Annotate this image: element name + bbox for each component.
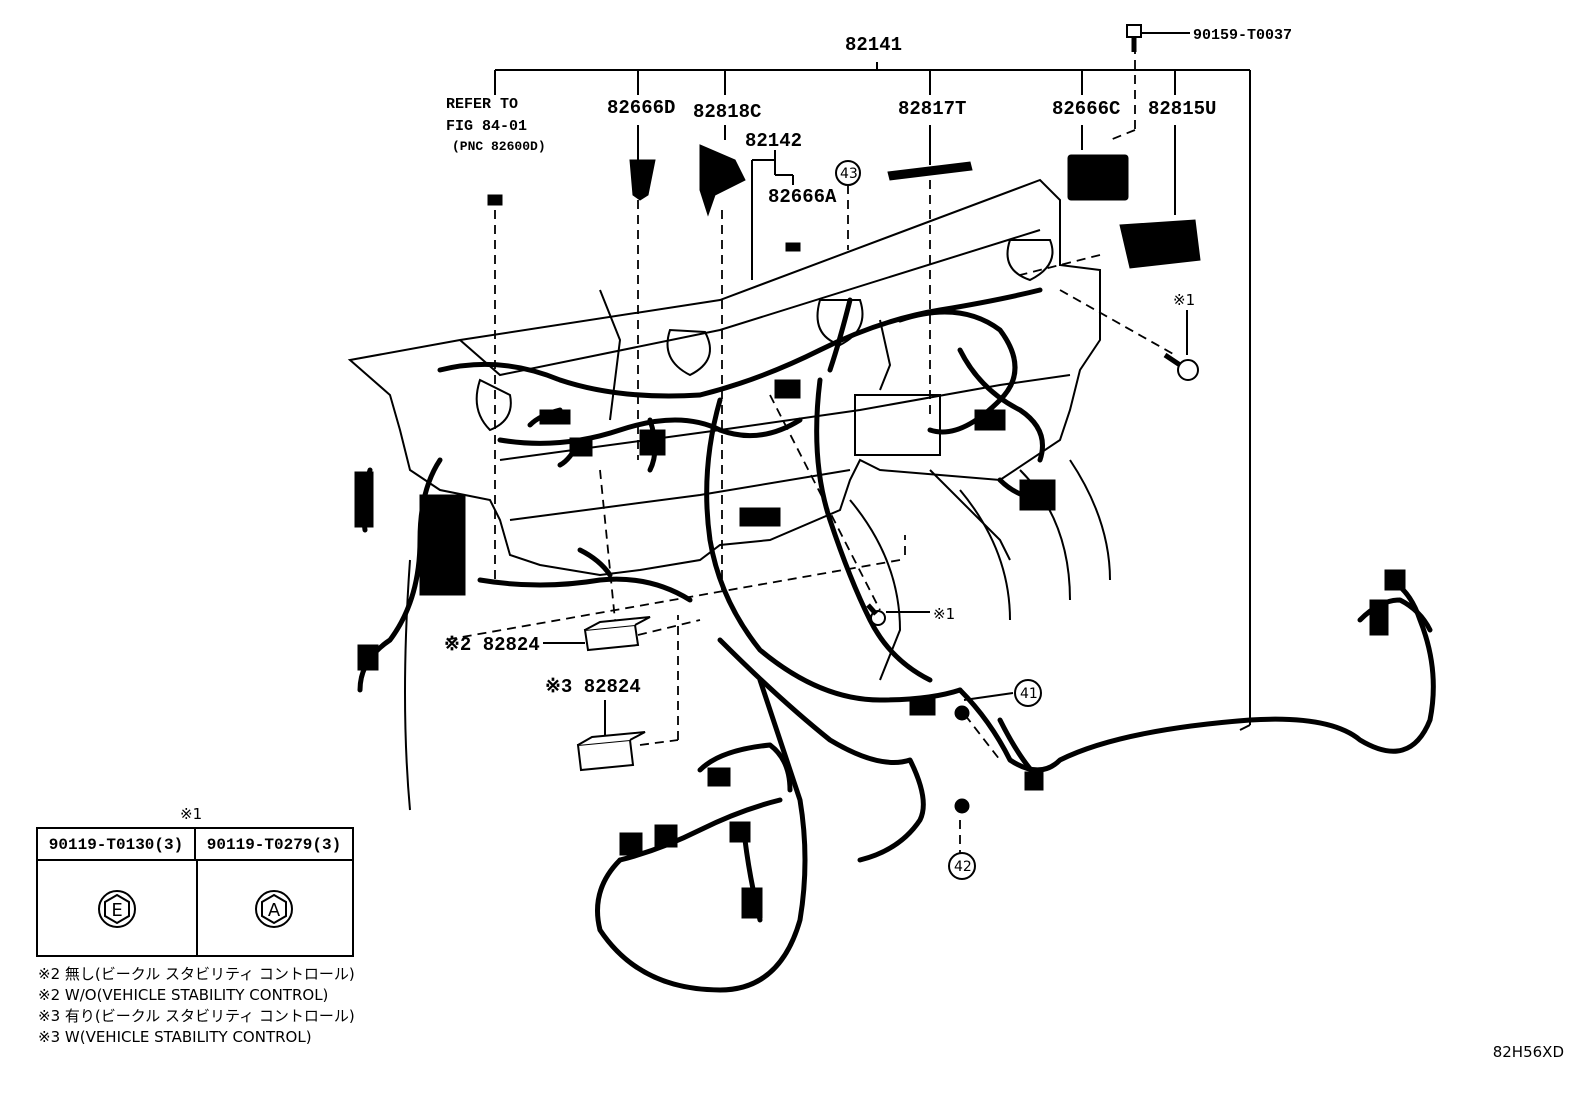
legend-col2-part: 90119-T0279(3)	[196, 829, 352, 861]
label-82817T: 82817T	[898, 98, 966, 120]
clip-82666D	[629, 159, 656, 201]
note-3-jp: ※3 有り(ビークル スタビリティ コントロール)	[38, 1007, 355, 1025]
bolt-top-icon	[1126, 24, 1142, 38]
label-82666D: 82666D	[607, 97, 675, 119]
note-2-en: ※2 W/O(VEHICLE STABILITY CONTROL)	[38, 986, 329, 1004]
relay-82824-b	[576, 738, 635, 772]
label-82818C: 82818C	[693, 101, 761, 123]
harness-upper-trunk	[437, 287, 1043, 399]
note-2-jp: ※2 無し(ビークル スタビリティ コントロール)	[38, 965, 355, 983]
bracket-82815U	[1119, 219, 1201, 269]
label-82141: 82141	[845, 34, 902, 56]
connector-82666C	[1067, 154, 1129, 201]
callout-42-circle	[948, 852, 976, 880]
callout-41: 41	[1020, 686, 1038, 702]
label-82666C: 82666C	[1052, 98, 1120, 120]
clip-refer	[487, 194, 503, 206]
figure-code: 82H56XD	[1492, 1043, 1564, 1061]
nut-a-letter: A	[268, 900, 281, 921]
callout-42: 42	[954, 859, 972, 875]
clamp-82817T	[887, 161, 973, 181]
label-mark1-upper: ※1	[1173, 291, 1195, 309]
callout-43-circle	[835, 160, 861, 186]
callout-41-circle	[1014, 679, 1042, 707]
label-bolt-top: 90159-T0037	[1193, 27, 1292, 44]
instrument-panel-outline	[347, 178, 1101, 577]
legend-col1-part: 90119-T0130(3)	[38, 829, 196, 861]
label-mark1-mid: ※1	[933, 605, 955, 623]
clip-82818C	[699, 144, 746, 217]
callout-43: 43	[840, 166, 858, 182]
legend-mark: ※1	[180, 805, 203, 823]
label-82824-b: ※3 82824	[545, 676, 641, 698]
label-refer-1: REFER TO	[446, 96, 518, 113]
nut-e-letter: E	[111, 900, 122, 921]
nut-e-icon: E	[98, 890, 136, 928]
junction-block	[419, 494, 466, 596]
label-82815U: 82815U	[1148, 98, 1216, 120]
nut-a-icon: A	[255, 890, 293, 928]
label-refer-2: FIG 84-01	[446, 118, 527, 135]
legend-table: 90119-T0130(3) 90119-T0279(3) E A	[36, 827, 354, 957]
label-82142: 82142	[745, 130, 802, 152]
note-3-en: ※3 W(VEHICLE STABILITY CONTROL)	[38, 1028, 312, 1046]
label-82666A: 82666A	[768, 186, 837, 208]
bolt-c-icon	[1177, 359, 1199, 381]
label-refer-3: (PNC 82600D)	[452, 139, 546, 154]
label-82824-a: ※2 82824	[444, 634, 540, 656]
relay-82824-a	[583, 623, 640, 652]
